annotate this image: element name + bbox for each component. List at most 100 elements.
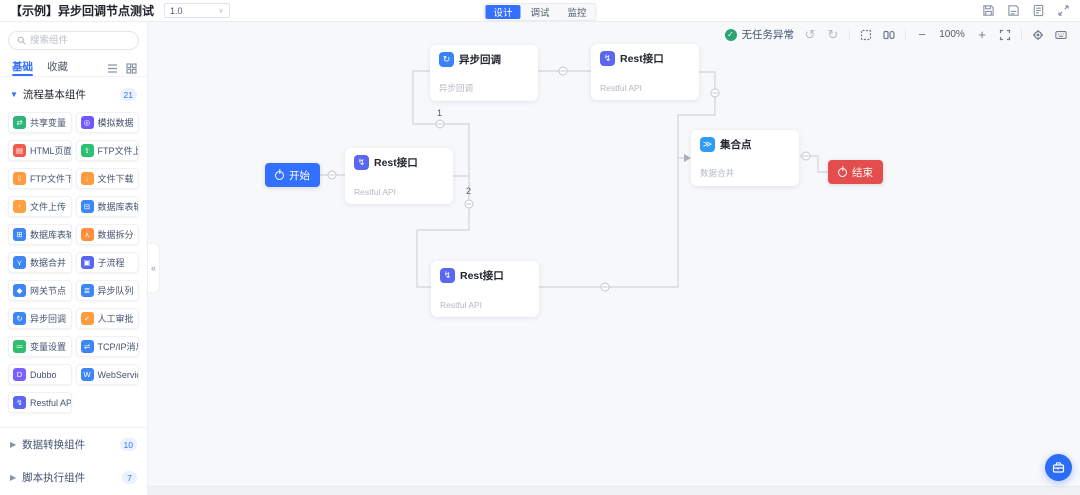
component-item[interactable]: ↻异步回调 xyxy=(8,308,72,329)
minimap-icon[interactable] xyxy=(1054,28,1068,42)
component-label: FTP文件下载 xyxy=(30,174,71,184)
component-grid: ⇄共享变量◎模拟数据▤HTML页面⇧FTP文件上传⇩FTP文件下载↓文件下载↑文… xyxy=(0,110,147,423)
sidebar-collapse-handle[interactable]: « xyxy=(148,243,160,293)
toolbox-fab-button[interactable] xyxy=(1045,454,1072,481)
component-label: TCP/IP消息 xyxy=(97,342,139,352)
component-label: 模拟数据 xyxy=(97,118,134,128)
sidebar-tabs: 基础 收藏 xyxy=(0,57,147,77)
node-async-callback[interactable]: ↻ 异步回调 异步回调 xyxy=(430,45,538,101)
component-item[interactable]: ⇧FTP文件上传 xyxy=(75,140,139,161)
node-end[interactable]: 结束 xyxy=(828,160,883,184)
component-label: 数据库表输出 xyxy=(97,202,139,212)
component-item[interactable]: ↑文件上传 xyxy=(8,196,72,217)
rest-api-icon: ↯ xyxy=(440,268,455,283)
save-icon[interactable] xyxy=(982,4,995,17)
component-item[interactable]: ▤HTML页面 xyxy=(8,140,72,161)
node-rest-1[interactable]: ↯ Rest接口 Restful API xyxy=(345,148,453,204)
caret-right-icon: ▶ xyxy=(10,473,17,482)
section-basic-components[interactable]: ▼ 流程基本组件 21 xyxy=(0,77,147,110)
component-item[interactable]: ✓人工审批 xyxy=(75,308,139,329)
component-icon: ⇄ xyxy=(13,116,26,129)
redo-icon[interactable]: ↻ xyxy=(827,26,839,42)
component-item[interactable]: ↯Restful API xyxy=(8,392,72,413)
changelog-icon[interactable] xyxy=(1032,4,1045,17)
list-view-icon[interactable] xyxy=(107,61,118,73)
search-icon xyxy=(17,36,26,45)
component-label: WebService xyxy=(97,369,139,380)
component-item[interactable]: ⇄ 共享变量 xyxy=(8,112,72,133)
edge-label-2: 2 xyxy=(466,186,472,196)
section-count-badge: 10 xyxy=(119,438,137,451)
edge-arrowhead xyxy=(684,154,691,162)
sidebar-tab-basic[interactable]: 基础 xyxy=(12,57,33,76)
component-item[interactable]: ▣子流程 xyxy=(75,252,139,273)
fullscreen-icon[interactable] xyxy=(1057,4,1070,17)
component-item[interactable]: WWebService xyxy=(75,364,139,385)
component-icon: ✓ xyxy=(80,312,94,325)
auto-layout-icon[interactable] xyxy=(882,28,896,42)
edge-rest1-rest3 xyxy=(416,176,470,288)
component-icon: ◎ xyxy=(80,116,94,129)
component-item[interactable]: ⊞数据库表输入 xyxy=(8,224,72,245)
component-item[interactable]: ⊟数据库表输出 xyxy=(75,196,139,217)
edge-label-1: 1 xyxy=(437,108,443,118)
component-item[interactable]: ⋎数据合并 xyxy=(8,252,72,273)
edge-rest3-join xyxy=(539,158,679,288)
save-as-icon[interactable] xyxy=(1007,4,1020,17)
section-count-badge: 7 xyxy=(122,471,137,484)
version-select[interactable]: 1.0 ∨ xyxy=(164,3,231,18)
marquee-select-icon[interactable] xyxy=(859,28,873,42)
node-start[interactable]: 开始 xyxy=(265,163,320,187)
component-item[interactable]: ◎模拟数据 xyxy=(75,112,139,133)
component-item[interactable]: ⇩ FTP文件下载 xyxy=(8,168,72,189)
section-count-badge: 21 xyxy=(119,88,137,101)
component-label: Dubbo xyxy=(30,369,57,380)
component-item[interactable]: ◆网关节点 xyxy=(8,280,72,301)
horizontal-scrollbar[interactable] xyxy=(148,486,1080,495)
zoom-out-icon[interactable]: − xyxy=(918,26,926,42)
component-item[interactable]: ≣异步队列 xyxy=(75,280,139,301)
edge-rest2-join xyxy=(677,71,716,159)
component-icon: ▣ xyxy=(80,256,94,269)
header-actions xyxy=(982,4,1070,17)
node-rest-2[interactable]: ↯ Rest接口 Restful API xyxy=(591,44,699,100)
canvas-toolbar: ✓ 无任务异常 ↺ ↻ − 100% + xyxy=(724,26,1069,42)
component-icon: ⇩ xyxy=(13,172,26,185)
page-title: 【示例】异步回调节点测试 xyxy=(10,4,155,18)
search-input[interactable] xyxy=(30,35,130,46)
sidebar-tab-favorites[interactable]: 收藏 xyxy=(47,61,68,73)
tab-design[interactable]: 设计 xyxy=(485,5,521,19)
undo-icon[interactable]: ↺ xyxy=(804,26,816,42)
status-text: 无任务异常 xyxy=(741,29,795,41)
node-rest-3[interactable]: ↯ Rest接口 Restful API xyxy=(431,261,539,317)
component-label: 共享变量 xyxy=(30,118,67,128)
component-item[interactable]: ⇌TCP/IP消息 xyxy=(75,336,139,357)
component-icon: ≣ xyxy=(80,284,94,297)
component-item[interactable]: ⋏数据拆分 xyxy=(75,224,139,245)
version-value: 1.0 xyxy=(170,5,183,16)
flow-canvas[interactable]: ✓ 无任务异常 ↺ ↻ − 100% + xyxy=(148,22,1080,495)
component-label: FTP文件上传 xyxy=(97,146,139,156)
edge-ports xyxy=(327,66,811,292)
top-header: 【示例】异步回调节点测试 1.0 ∨ 设计 调试 监控 xyxy=(0,0,1080,22)
component-item[interactable]: ↓文件下载 xyxy=(75,168,139,189)
component-item[interactable]: ≔变量设置 xyxy=(8,336,72,357)
fit-view-icon[interactable] xyxy=(998,28,1012,42)
tab-monitor[interactable]: 监控 xyxy=(567,8,587,19)
card-view-icon[interactable] xyxy=(126,61,137,74)
component-search[interactable] xyxy=(8,31,139,50)
tab-debug[interactable]: 调试 xyxy=(530,8,550,19)
zoom-in-icon[interactable]: + xyxy=(978,26,986,42)
component-label: 异步队列 xyxy=(97,286,134,296)
node-join-point[interactable]: ≫ 集合点 数据合并 xyxy=(691,130,799,186)
flow-edges xyxy=(315,66,828,292)
component-label: 文件上传 xyxy=(30,202,67,212)
section-label: 数据转换组件 xyxy=(22,439,86,451)
locate-icon[interactable] xyxy=(1031,28,1045,42)
power-icon xyxy=(838,167,847,177)
component-icon: ⊟ xyxy=(80,200,94,213)
